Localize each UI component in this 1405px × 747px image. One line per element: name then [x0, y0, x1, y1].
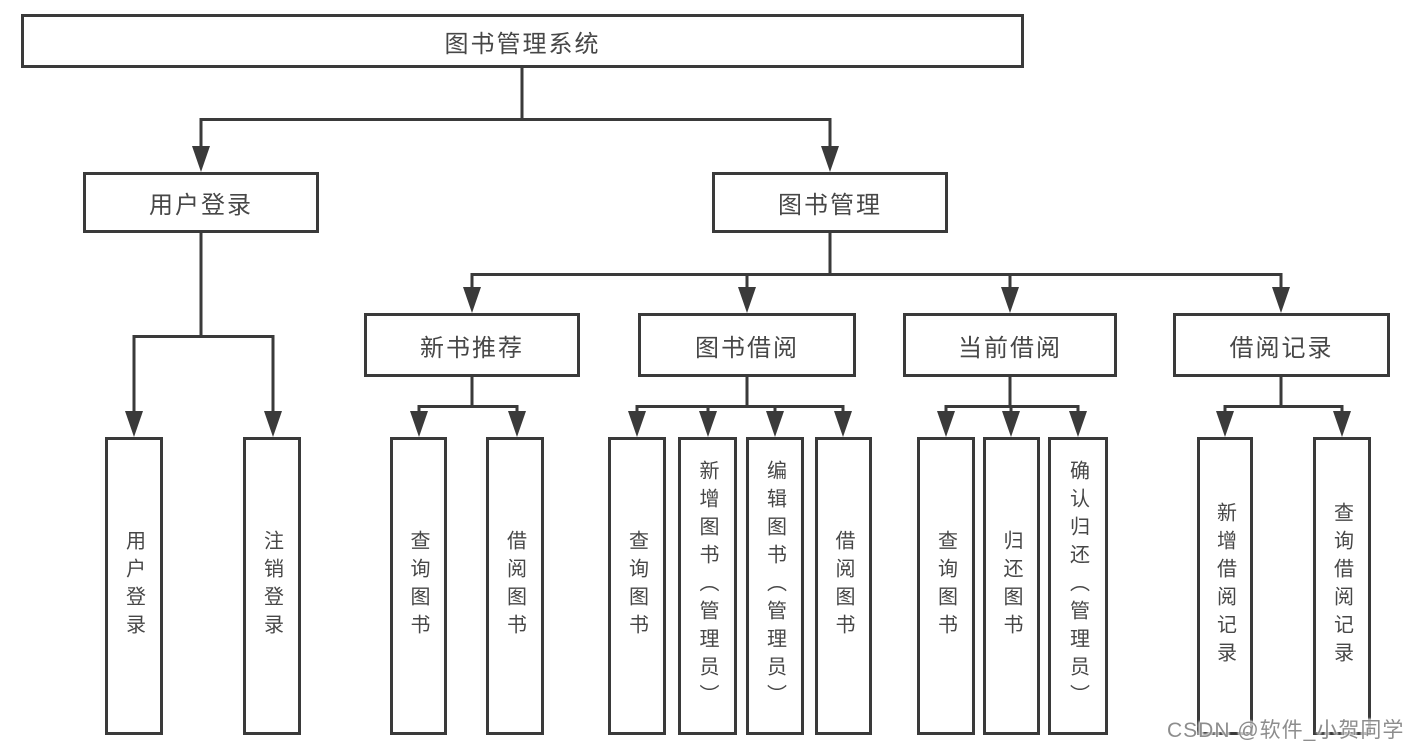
node-book-borrow-label: 图书借阅 — [695, 334, 799, 362]
leaf-label: 新增借阅记录 — [1213, 502, 1236, 670]
node-book-management: 图书管理 — [712, 172, 948, 233]
leaf-label: 查询图书 — [407, 530, 429, 642]
leaf-logout-label: 注销登录 — [260, 530, 283, 642]
leaf-query-borrow-record: 查询借阅记录 — [1313, 437, 1371, 735]
leaf-return-book: 归还图书 — [983, 437, 1040, 735]
leaf-label: 归还图书 — [1000, 530, 1022, 642]
node-library-system: 图书管理系统 — [21, 14, 1024, 68]
node-user-login: 用户登录 — [83, 172, 319, 233]
leaf-query-book: 查询图书 — [390, 437, 447, 735]
connector-root-to-level2 — [199, 68, 832, 152]
node-new-book-recommend-label: 新书推荐 — [420, 334, 524, 362]
leaf-query-book: 查询图书 — [917, 437, 975, 735]
leaf-label: 借阅图书 — [832, 530, 854, 642]
leaf-user-login-label: 用户登录 — [122, 530, 145, 642]
leaf-query-book: 查询图书 — [608, 437, 666, 735]
leaf-label: 编辑图书（管理员） — [763, 460, 786, 712]
leaf-confirm-return-admin: 确认归还（管理员） — [1048, 437, 1108, 735]
node-book-borrow: 图书借阅 — [638, 313, 856, 377]
leaf-label: 查询借阅记录 — [1330, 502, 1353, 670]
csdn-watermark: CSDN @软件_小贺同学 — [1167, 719, 1405, 742]
leaf-borrow-book: 借阅图书 — [815, 437, 872, 735]
leaf-user-login: 用户登录 — [105, 437, 163, 735]
leaf-label: 查询图书 — [934, 530, 957, 642]
connector-user-login-branch — [132, 233, 275, 418]
node-user-login-label: 用户登录 — [149, 192, 253, 219]
node-borrow-records-label: 借阅记录 — [1229, 334, 1334, 362]
connector-book-borrow-group — [635, 377, 845, 418]
leaf-borrow-book: 借阅图书 — [486, 437, 544, 735]
node-borrow-records: 借阅记录 — [1173, 313, 1390, 377]
connector-book-management-branch — [470, 233, 1283, 295]
leaf-label: 确认归还（管理员） — [1066, 460, 1089, 712]
leaf-label: 新增图书（管理员） — [696, 460, 718, 712]
node-book-management-label: 图书管理 — [778, 192, 882, 219]
node-new-book-recommend: 新书推荐 — [364, 313, 580, 377]
leaf-label: 查询图书 — [625, 530, 648, 642]
leaf-label: 借阅图书 — [503, 530, 526, 642]
connector-borrow-records-group — [1223, 377, 1344, 418]
leaf-add-book-admin: 新增图书（管理员） — [678, 437, 737, 735]
connector-new-book-group — [417, 377, 519, 418]
leaf-logout: 注销登录 — [243, 437, 301, 735]
leaf-edit-book-admin: 编辑图书（管理员） — [746, 437, 804, 735]
node-library-system-label: 图书管理系统 — [444, 30, 601, 58]
node-current-borrow-label: 当前借阅 — [958, 334, 1062, 362]
node-current-borrow: 当前借阅 — [903, 313, 1117, 377]
leaf-add-borrow-record: 新增借阅记录 — [1197, 437, 1253, 735]
